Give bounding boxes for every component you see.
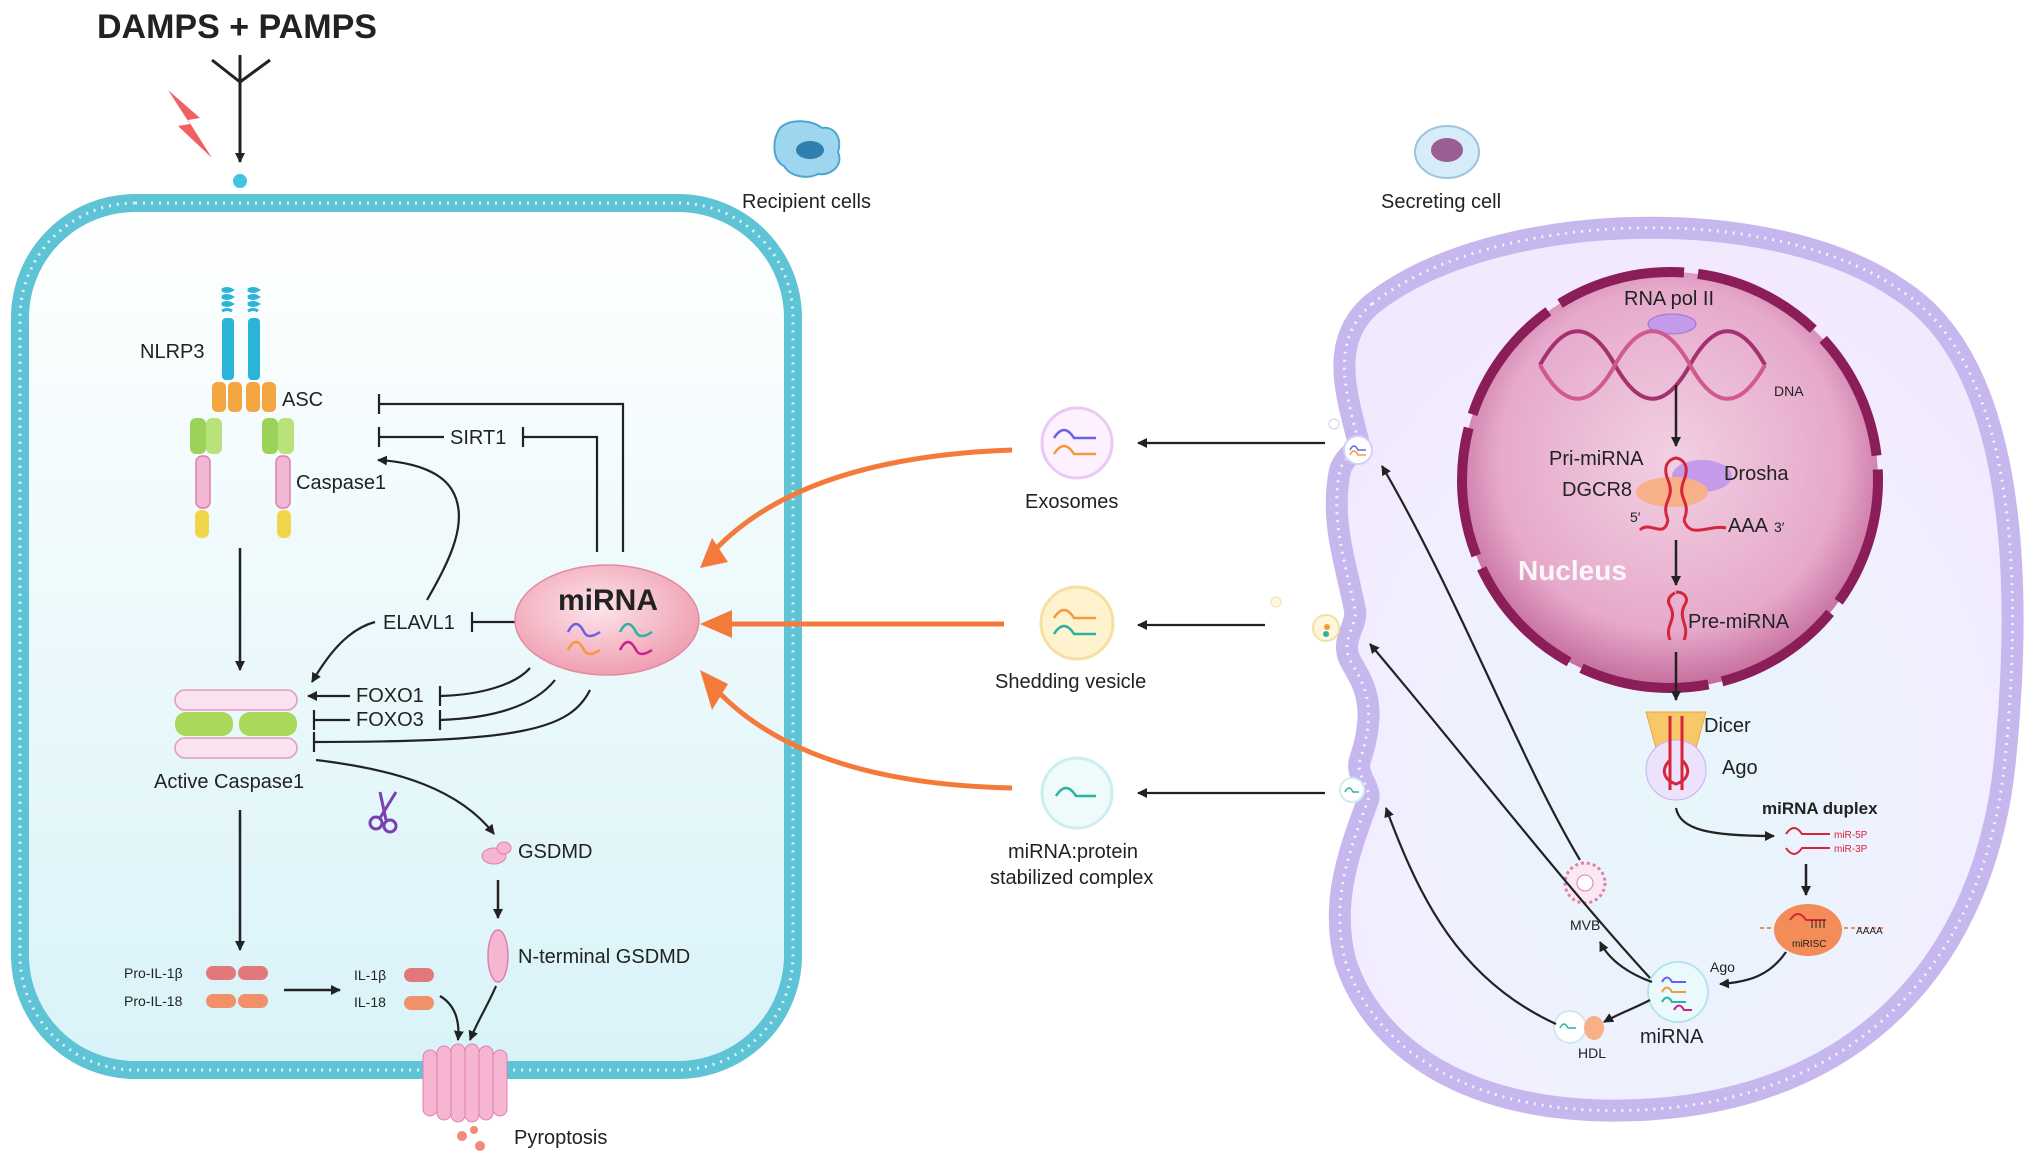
protein-complex-icon [1040, 756, 1114, 830]
nlrp3-label: NLRP3 [140, 341, 204, 363]
il1b-capsule [404, 968, 434, 982]
membrane-vesicles [1270, 418, 1373, 803]
il18-capsule [404, 996, 434, 1010]
secreting-cell-icon [1414, 125, 1480, 179]
dna-helix-icon [1538, 329, 1767, 401]
complex-label-line2: stabilized complex [990, 867, 1153, 889]
ago2-label: Ago [1710, 959, 1735, 975]
mirna-hub [514, 564, 700, 676]
hdl-icon [1553, 1010, 1604, 1044]
hdl-label: HDL [1578, 1045, 1606, 1061]
mirna-duplex-label: miRNA duplex [1762, 799, 1878, 818]
sirt1-label: SIRT1 [450, 427, 506, 449]
il18-label: IL-18 [354, 994, 386, 1010]
released-particles-icon [457, 1126, 485, 1151]
mvb-icon [1563, 861, 1607, 905]
n-terminal-gsdmd-icon [487, 929, 509, 983]
ago-label: Ago [1722, 757, 1758, 779]
n-terminal-gsdmd-label: N-terminal GSDMD [518, 946, 690, 968]
pro-il1b-label: Pro-IL-1β [124, 965, 183, 981]
pro-il18-label: Pro-IL-18 [124, 993, 183, 1009]
mir-5p-label: miR-5P [1834, 830, 1868, 841]
dgcr8-label: DGCR8 [1562, 479, 1632, 501]
pre-mirna-label: Pre-miRNA [1688, 611, 1790, 633]
mirna-pool-icon [1647, 961, 1709, 1023]
mirna-hub-label: miRNA [558, 584, 658, 617]
foxo3-label: FOXO3 [356, 709, 424, 731]
lightning-icon [168, 90, 212, 158]
aaaa-label: AAAA [1856, 926, 1883, 937]
complex-label-line1: miRNA:protein [1008, 841, 1138, 863]
dicer-ago-icon [1645, 711, 1707, 801]
foxo1-label: FOXO1 [356, 685, 424, 707]
recipient-cells-caption: Recipient cells [742, 191, 871, 213]
dgcr8-icon [1636, 477, 1708, 507]
gsdmd-icon [481, 841, 512, 865]
nlrp3-complex [190, 287, 294, 538]
exosome-icon [1040, 406, 1114, 480]
exosomes-label: Exosomes [1025, 491, 1118, 513]
mir-3p-label: miR-3P [1834, 844, 1868, 855]
pro-il-capsules [206, 966, 268, 1008]
dicer-label: Dicer [1704, 715, 1751, 737]
elavl1-label: ELAVL1 [383, 612, 455, 634]
mirna-pool-label: miRNA [1640, 1026, 1704, 1048]
receptor-bead-icon [233, 174, 247, 188]
damps-pamps-title: DAMPS + PAMPS [97, 8, 377, 46]
receptor-icon [211, 55, 271, 163]
recipient-cell-icon [773, 120, 841, 178]
mvb-label: MVB [1570, 917, 1600, 933]
shedding-vesicle-icon [1039, 585, 1115, 661]
dna-label: DNA [1774, 383, 1804, 399]
rna-pol-ii-icon [1647, 313, 1697, 335]
drosha-label: Drosha [1724, 463, 1789, 485]
rna-pol-ii-label: RNA pol II [1624, 288, 1714, 310]
orange-arrows [710, 447, 1013, 791]
mirna-duplex-icon [1785, 827, 1830, 855]
active-caspase1-complex [174, 689, 298, 759]
five-prime-label: 5′ [1630, 509, 1641, 525]
gsdmd-label: GSDMD [518, 841, 592, 863]
three-prime-label: 3′ [1774, 519, 1785, 535]
shedding-vesicle-label: Shedding vesicle [995, 671, 1146, 693]
pyroptosis-label: Pyroptosis [514, 1127, 607, 1149]
il1b-label: IL-1β [354, 967, 386, 983]
aaa-label: AAA [1728, 515, 1769, 537]
asc-label: ASC [282, 389, 323, 411]
caspase1-label: Caspase1 [296, 472, 386, 494]
pre-mirna-hairpin-icon [1667, 590, 1688, 641]
mirisc-icon [1760, 904, 1886, 956]
pri-mirna-label: Pri-miRNA [1549, 448, 1644, 470]
mirisc-label: miRISC [1792, 939, 1826, 950]
pri-mirna-hairpin-icon [1638, 456, 1727, 532]
pyroptosis-pore-icon [422, 1043, 508, 1123]
secreting-cell-caption: Secreting cell [1381, 191, 1501, 213]
nucleus-label: Nucleus [1518, 555, 1627, 586]
active-caspase1-label: Active Caspase1 [154, 771, 304, 793]
scissors-icon [368, 791, 398, 834]
